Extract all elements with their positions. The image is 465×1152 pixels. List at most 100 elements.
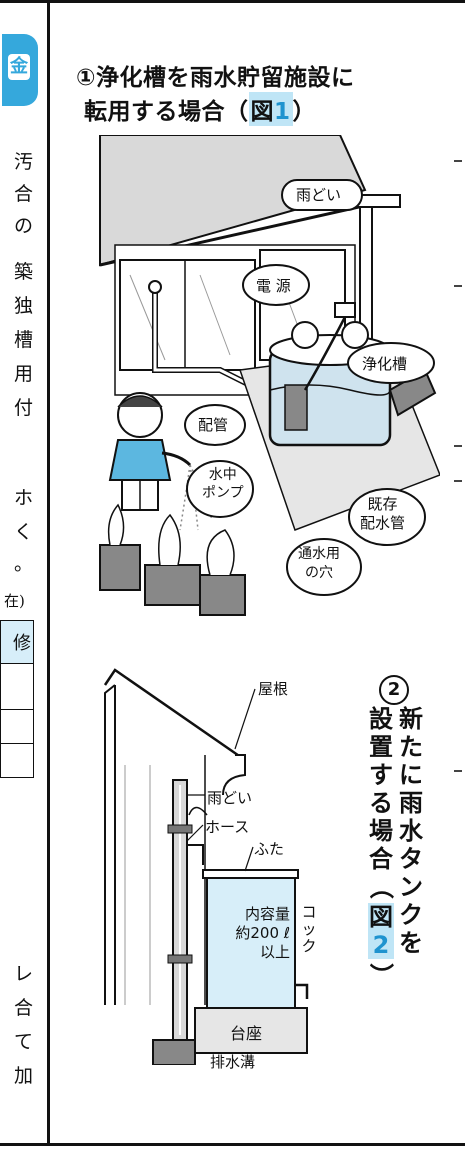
section1-title-line1: ①浄化槽を雨水貯留施設に: [76, 65, 355, 91]
figure-number: 1: [274, 99, 291, 125]
right-column-fragment: [450, 0, 465, 1146]
figure2-illustration: [103, 668, 309, 1065]
fragment-char: 汚: [14, 151, 34, 173]
figure-number: 2: [372, 931, 390, 959]
fragment-char: て: [14, 1031, 34, 1053]
fragment-char: 合: [14, 183, 34, 205]
callout-jokaso: [347, 342, 435, 384]
label-kison-haisuikan: 既存 配水管: [360, 495, 405, 533]
label-daiza: 台座: [230, 1024, 263, 1043]
label-line: ポンプ: [202, 485, 244, 501]
title-char: 合: [369, 845, 393, 873]
fragment-char: 合: [14, 997, 34, 1019]
fragment-char: ホ: [14, 487, 34, 509]
title-char: た: [399, 733, 423, 761]
title-char: を: [399, 929, 423, 957]
label-line: 既存: [367, 495, 398, 513]
label-hose: ホース: [205, 818, 250, 836]
callout-kison-haisuikan: [348, 488, 426, 546]
title-char: 雨: [399, 789, 423, 817]
label-dengen: 電 源: [256, 277, 291, 295]
fragment-table-row: [0, 664, 34, 710]
top-rule: [0, 0, 465, 3]
title-char: ン: [399, 873, 423, 901]
fragment-char: 築: [14, 261, 34, 283]
figure-label: 図: [369, 903, 393, 931]
title-char: 場: [369, 817, 393, 845]
gutter: [222, 754, 246, 796]
label-haisuikou: 排水溝: [210, 1053, 256, 1071]
label-amadoi-2: 雨どい: [207, 789, 253, 807]
flower-pot: [199, 574, 246, 616]
title-paren: （: [367, 875, 395, 899]
section2-title-col1: 新 た に 雨 水 タ ン ク を: [398, 705, 424, 957]
label-line: 内容量: [244, 905, 290, 923]
label-tsusuiyo-ana: 通水用 の穴: [298, 545, 340, 583]
fragment-char: 付: [14, 397, 34, 419]
fragment-char: 用: [14, 363, 34, 385]
submersible-pump: [284, 384, 308, 431]
fragment-char: く: [14, 521, 34, 543]
callout-haikan: [184, 404, 246, 446]
window-left: [119, 259, 256, 371]
cock: [295, 983, 309, 999]
pedestal: [194, 1007, 308, 1054]
title-char: す: [369, 761, 393, 789]
fragment-table-header-text: 修: [13, 633, 31, 654]
figure2-reference: 図 2: [368, 903, 394, 959]
title-char: 新: [399, 705, 423, 733]
fragment-table-header: 修: [0, 620, 34, 664]
fragment-char: 。: [14, 553, 34, 575]
fragment-mark: [454, 285, 462, 287]
section2-vertical-title: 2 新 た に 雨 水 タ ン ク を 設 置 す る 場 合 （ 図 2 ）: [367, 675, 423, 1075]
person-shirt: [108, 439, 172, 481]
callout-amadoi: [281, 179, 363, 211]
plants: [107, 503, 235, 576]
title-char: 設: [369, 705, 393, 733]
section1-title-line2: 転用する場合（図1）: [84, 92, 316, 126]
callout-suichu-pump: [186, 460, 254, 518]
fragment-char: 在): [4, 592, 25, 610]
figure1-reference: 図1: [248, 92, 293, 126]
flower-pot: [144, 564, 201, 606]
left-column-fragment: 金 汚 合 の 築 独 槽 用 付 ホ く 。 在) 修 レ 合 て 加: [0, 0, 46, 1146]
hose: [161, 451, 192, 467]
label-line: ッ: [301, 920, 317, 938]
label-line: ク: [301, 937, 317, 955]
title-char: る: [369, 789, 393, 817]
fragment-char: の: [14, 215, 34, 237]
label-cock: コ ッ ク: [300, 904, 318, 955]
callout-dengen: [242, 264, 310, 306]
roof-line: [103, 668, 246, 762]
bottom-rule: [0, 1143, 465, 1146]
section1-title-prefix: 転用する場合（: [84, 99, 249, 125]
fragment-mark: [454, 160, 462, 162]
column-divider: [47, 0, 50, 1146]
label-line: 水中: [208, 467, 237, 483]
fragment-table-row: [0, 710, 34, 744]
title-char: タ: [399, 845, 423, 873]
fragment-mark: [454, 480, 462, 482]
section-badge: 金: [2, 34, 38, 106]
fragment-char: 加: [14, 1065, 34, 1087]
label-suichu-pump: 水中 ポンプ: [202, 466, 244, 502]
title-char: 水: [399, 817, 423, 845]
label-line: 約200 ℓ: [235, 924, 290, 942]
label-haikan: 配管: [198, 416, 229, 434]
title-char: に: [399, 761, 423, 789]
label-futa: ふた: [254, 840, 285, 858]
power-outlet: [334, 302, 356, 318]
tank-lid: [202, 869, 299, 879]
section2-title-col2: 設 置 す る 場 合 （ 図 2 ）: [367, 705, 395, 989]
fragment-char: 槽: [14, 329, 34, 351]
label-line: コ: [301, 903, 317, 921]
roof: [99, 135, 367, 267]
flower-pot: [99, 544, 141, 591]
label-line: 通水用: [298, 546, 340, 562]
badge-glyph: 金: [8, 54, 30, 80]
fragment-mark: [454, 770, 462, 772]
title-paren: ）: [367, 963, 395, 987]
label-naiyoryo: 内容量 約200 ℓ 以上: [210, 905, 290, 962]
fragment-mark: [454, 445, 462, 447]
title-char: 置: [369, 733, 393, 761]
